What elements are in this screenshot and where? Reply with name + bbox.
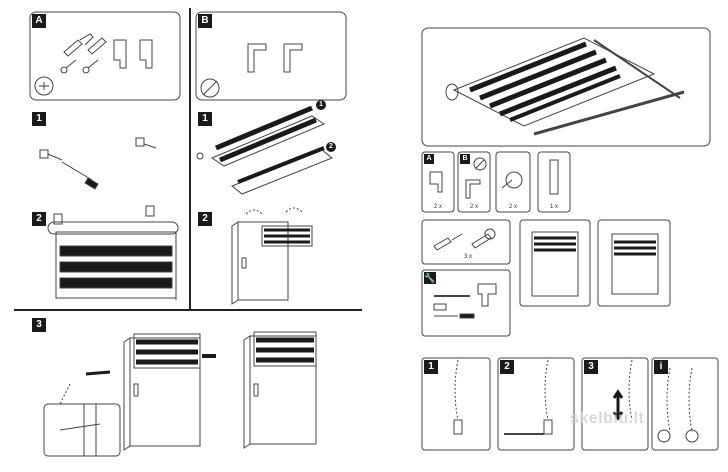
step2-left-blind <box>47 205 179 300</box>
step-right-3-label: 3 <box>584 360 598 374</box>
part-b-box <box>457 151 491 213</box>
part-c-box <box>495 151 531 213</box>
clip-bracket-icon <box>247 43 303 73</box>
step2-right-window <box>231 207 313 305</box>
wall-plug-icon <box>63 33 107 57</box>
part-c-caption: 2 x <box>508 204 517 210</box>
overview-box <box>421 27 711 147</box>
drill-sign-icon <box>34 76 54 96</box>
step-2a-label: 2 <box>32 212 46 226</box>
step-right-2-label: 2 <box>500 360 514 374</box>
part-d-caption: 1 x <box>549 204 558 210</box>
label-b: B <box>198 14 212 28</box>
badge-1: 1 <box>316 100 326 110</box>
bracket-icon <box>113 39 153 69</box>
panel-a-box <box>29 11 181 101</box>
tools-box <box>421 269 511 337</box>
badge-2: 2 <box>326 142 336 152</box>
step1-left-drawing <box>39 137 157 190</box>
step-box-2 <box>497 357 575 451</box>
step-1a-label: 1 <box>32 112 46 126</box>
screw-icon <box>60 59 99 74</box>
part-a-box <box>421 151 455 213</box>
window-preview-1 <box>519 219 591 307</box>
window-preview-2 <box>597 219 671 307</box>
part-a-label: A <box>424 154 434 164</box>
part-b-caption: 2 x <box>469 204 478 210</box>
watermark: skelbiu.lt <box>570 410 645 427</box>
wrench-icon: 🔧 <box>424 272 436 284</box>
step-2b-label: 2 <box>198 212 212 226</box>
screws-caption: 3 x <box>463 254 472 260</box>
step-box-1 <box>421 357 491 451</box>
step-box-3 <box>581 357 649 451</box>
overview-blind <box>445 37 685 136</box>
step-box-info <box>651 357 719 451</box>
part-b-label: B <box>460 154 470 164</box>
info-label: i <box>654 360 668 374</box>
panel-b-box <box>195 11 347 101</box>
part-d-box <box>537 151 571 213</box>
step-1b-label: 1 <box>198 112 212 126</box>
step1-right-drawing <box>196 102 333 195</box>
no-drill-sign-icon <box>200 78 220 98</box>
step3-drawing <box>43 331 317 457</box>
part-a-caption: 2 x <box>433 204 442 210</box>
screws-box <box>421 219 511 265</box>
step-3-label: 3 <box>32 318 46 332</box>
label-a: A <box>32 14 46 28</box>
step-right-1-label: 1 <box>424 360 438 374</box>
